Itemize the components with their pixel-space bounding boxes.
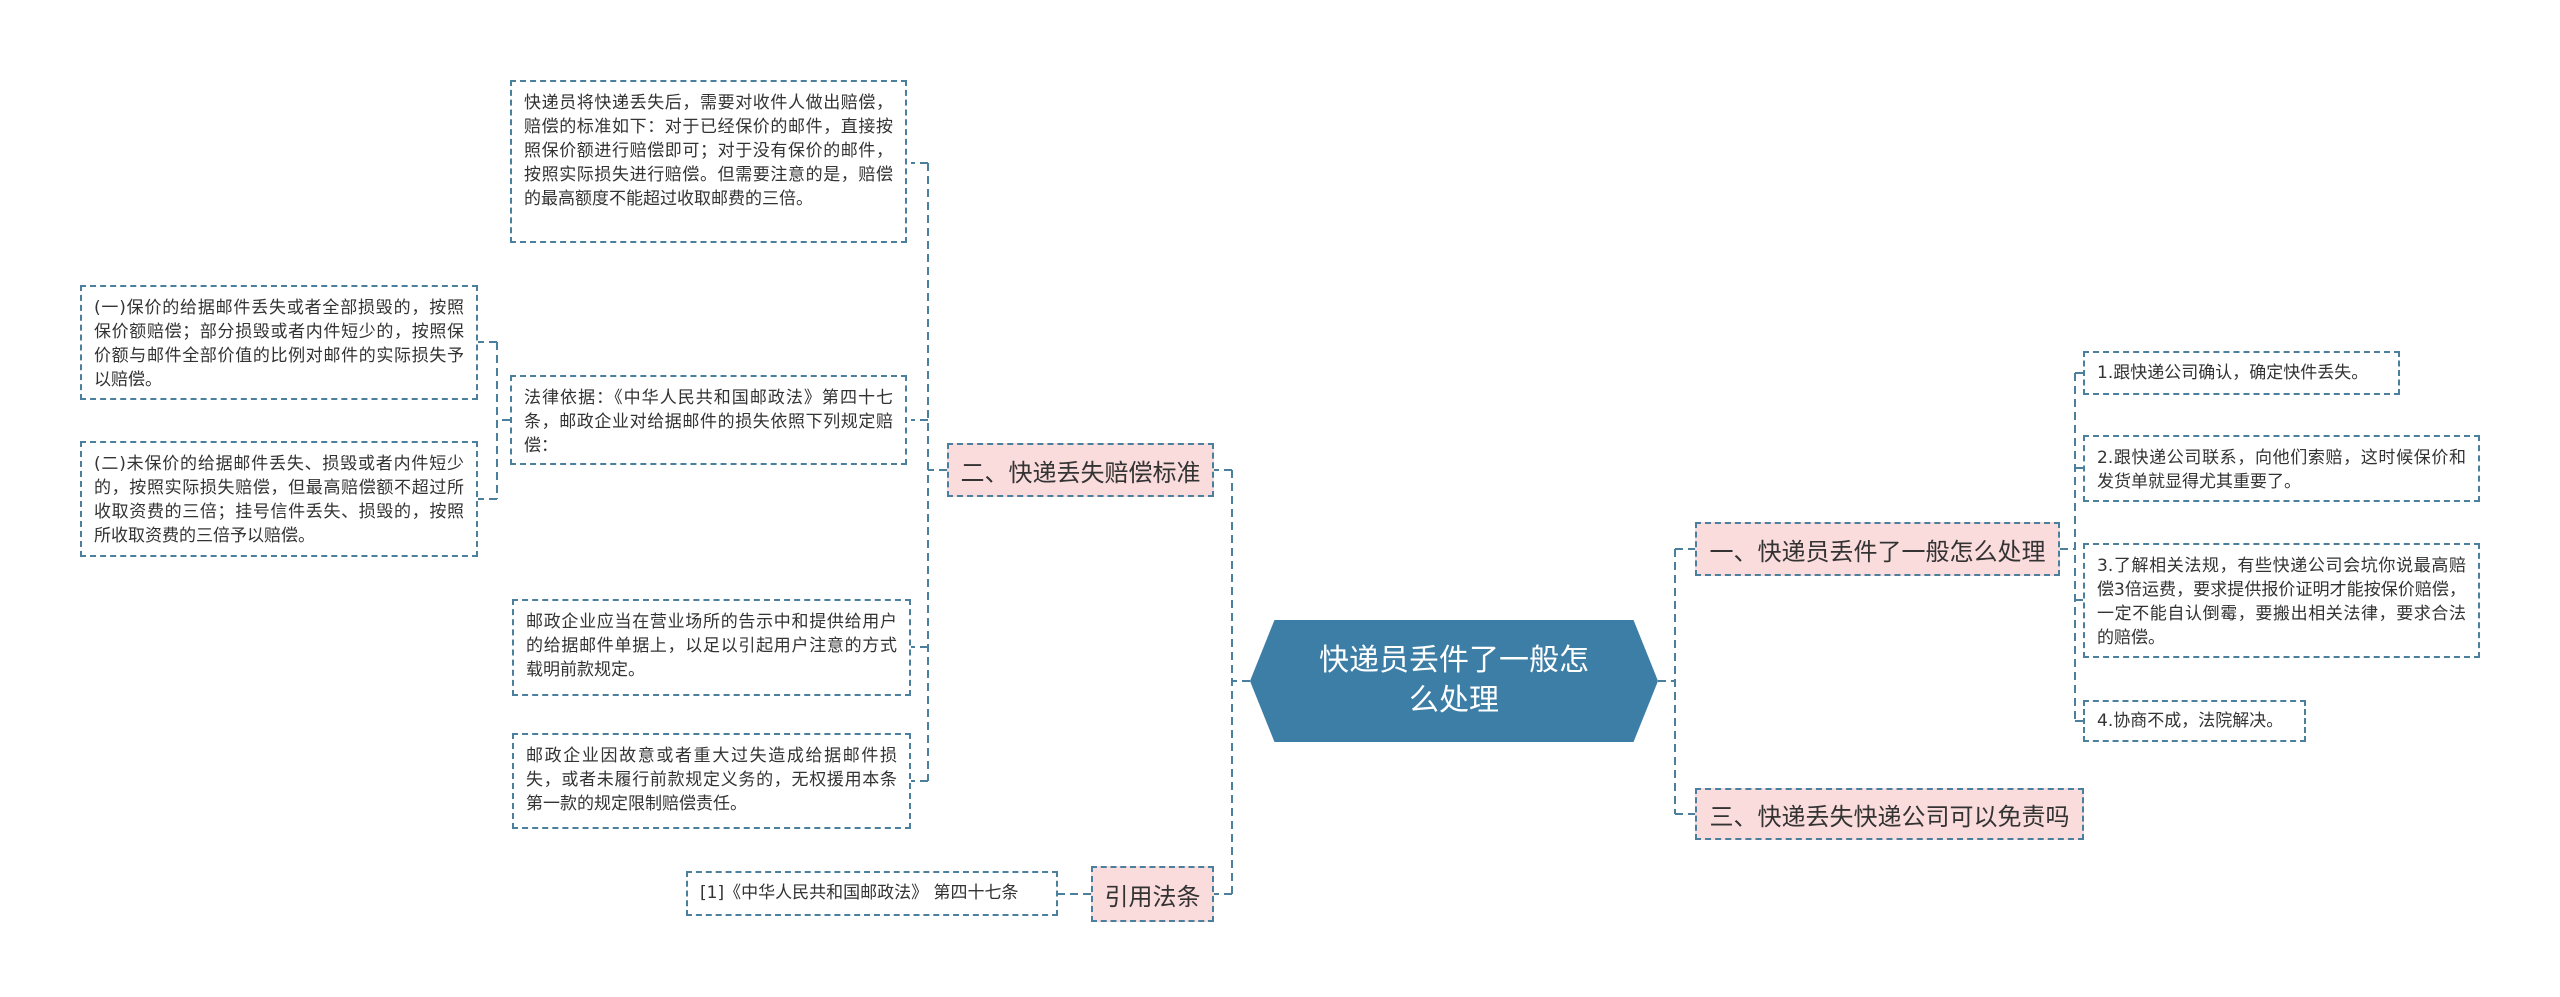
leaf-text: 邮政企业因故意或者重大过失造成给据邮件损失，或者未履行前款规定义务的，无权援用本…	[526, 746, 897, 814]
leaf-text: 2.跟快递公司联系，向他们索赔，这时候保价和发货单就显得尤其重要了。	[2097, 448, 2466, 492]
leaf-step-4[interactable]: 4.协商不成，法院解决。	[2083, 700, 2306, 742]
leaf-cited-article[interactable]: [1]《中华人民共和国邮政法》 第四十七条	[686, 871, 1058, 916]
branch-label: 二、快递丢失赔偿标准	[960, 458, 1201, 487]
leaf-text: 法律依据：《中华人民共和国邮政法》第四十七条，邮政企业对给据邮件的损失依照下列规…	[524, 388, 893, 456]
leaf-step-1[interactable]: 1.跟快递公司确认，确定快件丢失。	[2083, 351, 2400, 395]
branch-label: 一、快递员丢件了一般怎么处理	[1709, 537, 2046, 566]
leaf-text: [1]《中华人民共和国邮政法》 第四十七条	[700, 883, 1019, 903]
branch-compensation-standard[interactable]: 二、快递丢失赔偿标准	[947, 443, 1214, 497]
leaf-insured-rule[interactable]: (一)保价的给据邮件丢失或者全部损毁的，按照保价额赔偿；部分损毁或者内件短少的，…	[80, 285, 478, 400]
leaf-text: (一)保价的给据邮件丢失或者全部损毁的，按照保价额赔偿；部分损毁或者内件短少的，…	[94, 298, 464, 390]
leaf-uninsured-rule[interactable]: (二)未保价的给据邮件丢失、损毁或者内件短少的，按照实际损失赔偿，但最高赔偿额不…	[80, 441, 478, 557]
leaf-compensation-rule[interactable]: 快递员将快递丢失后，需要对收件人做出赔偿，赔偿的标准如下：对于已经保价的邮件，直…	[510, 80, 907, 243]
leaf-text: 4.协商不成，法院解决。	[2097, 711, 2284, 731]
leaf-text: 快递员将快递丢失后，需要对收件人做出赔偿，赔偿的标准如下：对于已经保价的邮件，直…	[524, 93, 893, 209]
leaf-step-2[interactable]: 2.跟快递公司联系，向他们索赔，这时候保价和发货单就显得尤其重要了。	[2083, 435, 2480, 502]
leaf-text: (二)未保价的给据邮件丢失、损毁或者内件短少的，按照实际损失赔偿，但最高赔偿额不…	[94, 454, 464, 546]
leaf-text: 3.了解相关法规，有些快递公司会坑你说最高赔偿3倍运费，要求提供报价证明才能按保…	[2097, 556, 2466, 648]
leaf-liability-limit[interactable]: 邮政企业因故意或者重大过失造成给据邮件损失，或者未履行前款规定义务的，无权援用本…	[512, 733, 911, 829]
branch-label: 三、快递丢失快递公司可以免责吗	[1709, 802, 2070, 831]
branch-exemption[interactable]: 三、快递丢失快递公司可以免责吗	[1695, 788, 2084, 840]
leaf-text: 邮政企业应当在营业场所的告示中和提供给用户的给据邮件单据上，以足以引起用户注意的…	[526, 612, 897, 680]
leaf-legal-basis[interactable]: 法律依据：《中华人民共和国邮政法》第四十七条，邮政企业对给据邮件的损失依照下列规…	[510, 375, 907, 465]
leaf-step-3[interactable]: 3.了解相关法规，有些快递公司会坑你说最高赔偿3倍运费，要求提供报价证明才能按保…	[2083, 543, 2480, 658]
central-topic[interactable]: 快递员丢件了一般怎么处理	[1250, 620, 1658, 742]
branch-label: 引用法条	[1104, 882, 1201, 911]
branch-cited-law[interactable]: 引用法条	[1091, 866, 1214, 922]
leaf-notice-requirement[interactable]: 邮政企业应当在营业场所的告示中和提供给用户的给据邮件单据上，以足以引起用户注意的…	[512, 599, 911, 696]
leaf-text: 1.跟快递公司确认，确定快件丢失。	[2097, 363, 2369, 383]
branch-handling[interactable]: 一、快递员丢件了一般怎么处理	[1695, 522, 2060, 576]
central-topic-label: 快递员丢件了一般怎么处理	[1319, 643, 1589, 718]
